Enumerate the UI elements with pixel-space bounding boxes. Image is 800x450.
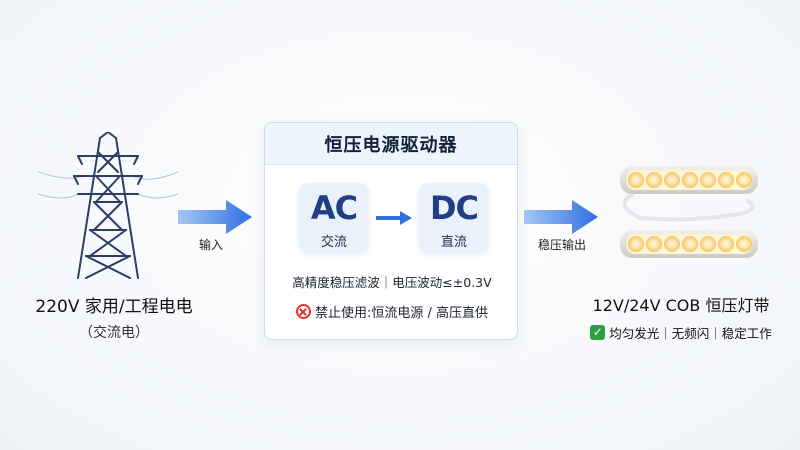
source-title: 220V 家用/工程电电 [35, 297, 193, 317]
warning-text: 禁止使用:恒流电源 / 高压直供 [314, 306, 489, 321]
output-arrow-icon [524, 200, 598, 234]
output-label: 稳压输出 [537, 238, 586, 252]
ac-caption: 交流 [320, 235, 347, 250]
source-subtitle: （交流电） [79, 325, 149, 341]
warning-row: 禁止使用:恒流电源 / 高压直供 [265, 302, 517, 321]
dc-label: DC [429, 189, 479, 227]
driver-card: 恒压电源驱动器 AC 交流 DC 直流 高精度稳压滤波｜电压波动≤±0.3V 禁… [264, 122, 518, 340]
led-strip-icon [620, 166, 758, 258]
feature-text: 均匀发光｜无频闪｜稳定工作 [609, 326, 772, 341]
input-label: 输入 [198, 238, 223, 252]
ac-label: AC [310, 189, 358, 227]
conversion-arrow-icon [376, 211, 412, 225]
ac-box: AC 交流 [299, 183, 369, 253]
prohibited-icon [295, 304, 311, 319]
check-icon: ✓ [590, 325, 606, 340]
dc-box: DC 直流 [419, 183, 489, 253]
driver-title: 恒压电源驱动器 [265, 123, 517, 165]
spec-text: 高精度稳压滤波｜电压波动≤±0.3V [292, 275, 492, 290]
output-title: 12V/24V COB 恒压灯带 [592, 296, 770, 315]
dc-caption: 直流 [440, 235, 467, 250]
feature-row: ✓ 均匀发光｜无频闪｜稳定工作 [566, 323, 796, 342]
power-tower-icon [38, 132, 178, 279]
input-arrow-icon [178, 200, 252, 234]
